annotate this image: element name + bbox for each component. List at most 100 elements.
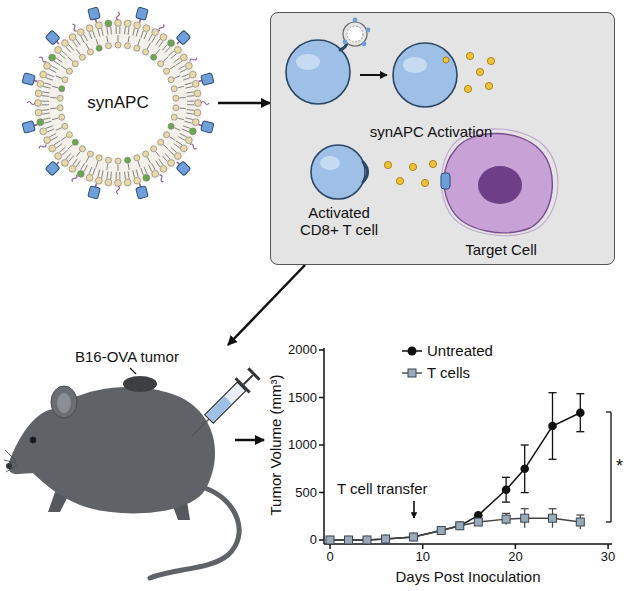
lipid-tail (93, 31, 95, 38)
linker-squiggle (117, 12, 120, 20)
target-cell (444, 134, 552, 233)
axis-tick-label: 10 (415, 550, 429, 565)
lipid-head (62, 40, 69, 47)
lipid-head (180, 145, 187, 152)
lipid-head (59, 86, 65, 92)
lipid-tail (66, 47, 71, 52)
lipid-tail (152, 163, 156, 170)
vesicle-node: synAPC (18, 3, 218, 203)
lipid-head (189, 128, 196, 135)
linker (117, 186, 120, 194)
linker (158, 174, 165, 182)
lipid-head (77, 170, 84, 177)
t-cell (443, 57, 449, 63)
lipid-head (134, 45, 140, 51)
lipid-tail (180, 69, 187, 72)
lipid-head (44, 137, 51, 144)
lipid-tail (186, 113, 193, 114)
series-t-cells (549, 508, 557, 509)
lipid-head (69, 165, 76, 172)
lipid-head (158, 139, 164, 145)
linker (189, 143, 197, 150)
granules (409, 163, 416, 170)
lipid-head (115, 158, 121, 164)
lipid-tail (163, 57, 168, 61)
series-untreated (381, 535, 390, 544)
linker (27, 102, 35, 105)
connector-arrow (228, 265, 305, 345)
lipid-tail (185, 118, 192, 120)
series-untreated (548, 422, 557, 431)
lipid-tail (118, 35, 119, 42)
lipid-tail (187, 109, 194, 111)
lipid-tail (110, 172, 112, 179)
process-panel: synAPC ActivationActivated CD8+ T cellTa… (270, 12, 615, 265)
lipid-head (86, 174, 93, 181)
small-synapc (343, 40, 348, 45)
lipid-head (168, 159, 175, 166)
lipid-tail (128, 27, 129, 34)
lipid-tail (56, 128, 62, 131)
lipid-tail (136, 29, 138, 36)
lipid-head (195, 100, 202, 107)
receptor-head (201, 121, 214, 134)
lipid-head (57, 105, 63, 111)
lipid-tail (187, 104, 194, 105)
lipid-head (86, 25, 93, 32)
leader-line (130, 368, 136, 374)
lipid-tail (42, 101, 49, 102)
lipid-tail (183, 126, 190, 128)
receptor-head (136, 7, 149, 20)
lipid-head (160, 165, 167, 172)
linker-squiggle (71, 23, 78, 31)
series-t-cells (326, 509, 584, 544)
series-untreated (326, 536, 335, 545)
lipid-head (143, 25, 150, 32)
lipid-head (171, 86, 177, 92)
lipid-tail (171, 147, 177, 152)
lipid-head (171, 114, 177, 120)
granules (384, 161, 391, 168)
series-untreated (549, 459, 557, 460)
lipid-head (87, 49, 93, 55)
lipid-tail (163, 145, 168, 149)
lipid-tail (149, 165, 152, 172)
t-cell (393, 43, 457, 107)
lipid-head (143, 174, 150, 181)
linker-squiggle (189, 143, 197, 150)
lipid-head (125, 157, 131, 163)
lipid-head (44, 62, 51, 69)
mouse-node: B16-OVA tumor (5, 345, 235, 545)
lipid-head (62, 77, 68, 83)
lipid-tail (169, 137, 174, 141)
lipid-tail (62, 150, 67, 155)
receptor-head (88, 7, 101, 20)
granules (464, 52, 494, 92)
series-t-cells (409, 533, 417, 541)
lipid-tail (96, 39, 98, 45)
receptor-head (176, 161, 191, 176)
receptor-head (45, 30, 60, 45)
lipid-head (55, 153, 62, 160)
lipid-head (185, 137, 192, 144)
chart-axes (319, 397, 324, 399)
lipid-tail (54, 141, 60, 145)
small-synapc (347, 26, 363, 42)
syringe (247, 367, 260, 380)
lipid-head (57, 95, 63, 101)
lipid-tail (178, 118, 184, 120)
lipid-tail (159, 41, 163, 47)
node-title: synAPC (87, 93, 148, 113)
lipid-tail (141, 31, 143, 38)
lipid-tail (52, 86, 58, 88)
small-synapc (353, 18, 358, 23)
lipid-tail (49, 134, 56, 137)
receptor (174, 159, 191, 176)
lipid-head (105, 20, 112, 27)
lipid-tail (171, 54, 177, 59)
mouse (123, 376, 157, 392)
lipid-tail (69, 156, 74, 162)
lipid-tail (42, 104, 49, 105)
granules (421, 179, 428, 186)
